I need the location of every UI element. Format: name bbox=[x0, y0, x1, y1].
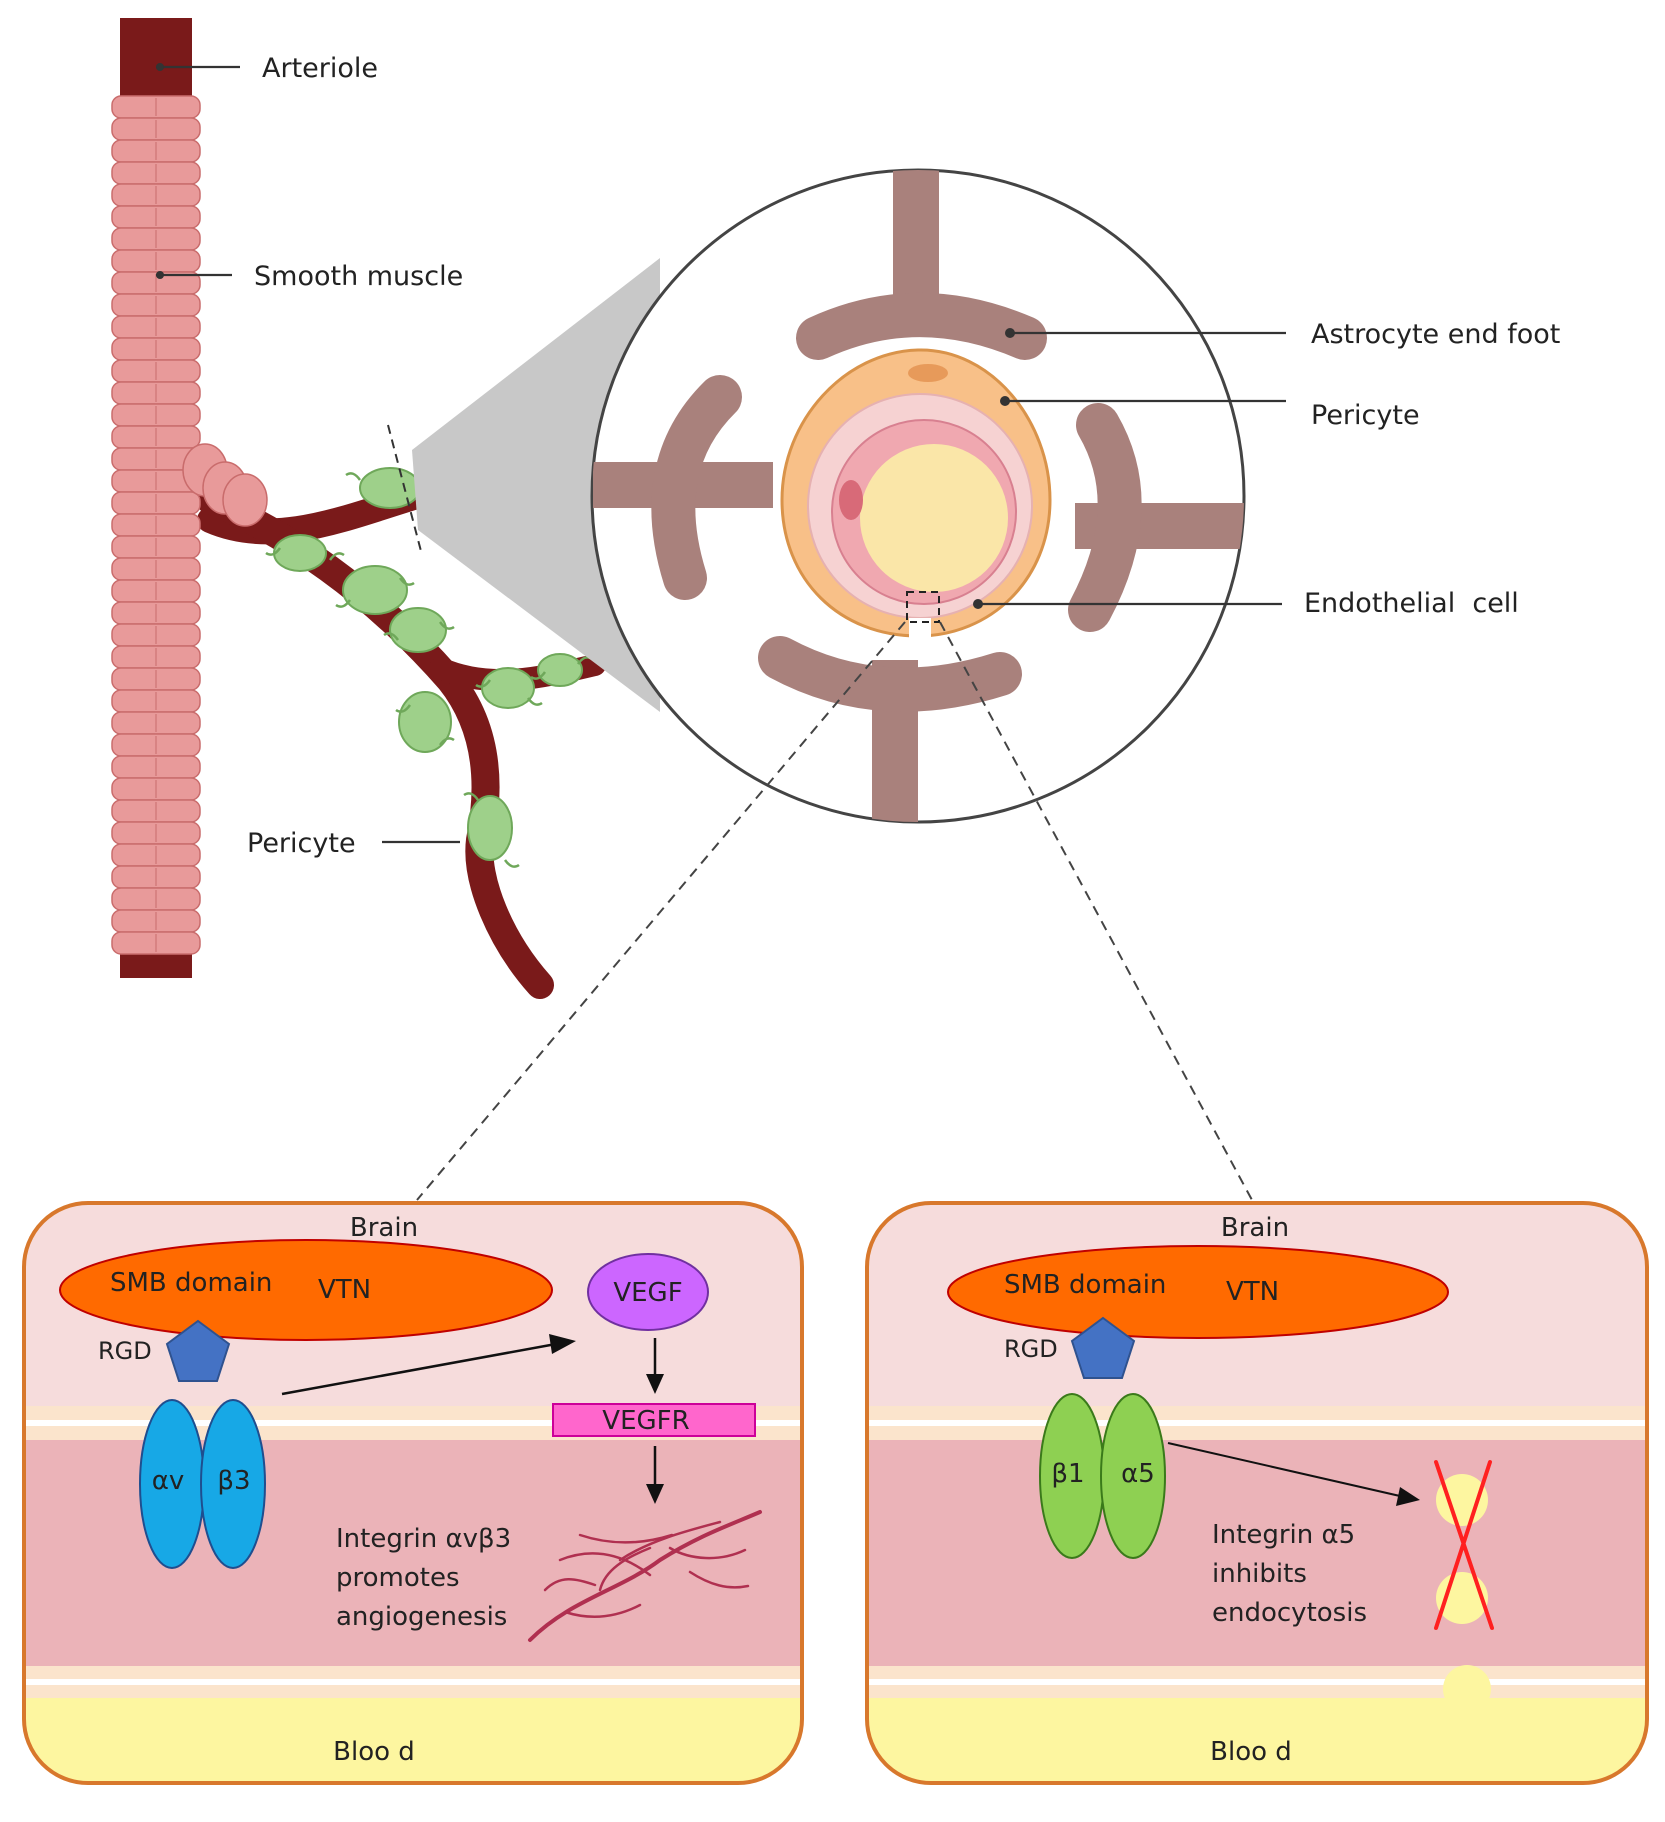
pericyte-process bbox=[395, 704, 412, 713]
pericyte-cell bbox=[537, 653, 583, 687]
leader-lines bbox=[156, 65, 1286, 844]
label-smooth-muscle: Smooth muscle bbox=[254, 261, 463, 292]
left-integrin-beta-label: β3 bbox=[217, 1466, 250, 1496]
pericyte-process bbox=[265, 547, 282, 556]
pericyte-cell bbox=[467, 795, 513, 861]
right-caption-line-1: Integrin α5 bbox=[1212, 1520, 1355, 1550]
pericyte-process bbox=[530, 671, 547, 680]
endothelial-nucleus bbox=[839, 480, 863, 520]
cross-section-cut-line bbox=[387, 424, 423, 556]
left-vegfr-label: VEGFR bbox=[602, 1406, 689, 1436]
pericyte-process bbox=[438, 737, 455, 746]
right-mechanism-panel: Brain Bloo d SMB domain VTN RGD β1 α5 In… bbox=[865, 1201, 1649, 1785]
right-integrin-alpha bbox=[1100, 1393, 1166, 1559]
zoom-wedge bbox=[412, 258, 660, 712]
pericyte-cell bbox=[342, 565, 408, 615]
right-vtn-label: VTN bbox=[1226, 1277, 1279, 1307]
left-caption-line-2: promotes bbox=[336, 1563, 460, 1593]
pericyte-process bbox=[503, 859, 520, 868]
right-smb-domain-label: SMB domain bbox=[1004, 1270, 1166, 1300]
smooth-muscle-sheath bbox=[111, 95, 268, 955]
pericyte-nucleus bbox=[908, 364, 948, 382]
smooth-muscle-cell bbox=[222, 473, 268, 527]
pericyte-process bbox=[398, 577, 415, 586]
left-integrin-alpha-label: αv bbox=[152, 1466, 185, 1496]
left-vtn-ellipse bbox=[59, 1239, 553, 1341]
capillary-cross-section bbox=[590, 168, 1246, 824]
left-vegf-label: VEGF bbox=[613, 1278, 682, 1308]
vessel-illustration bbox=[111, 18, 606, 999]
left-arrowhead-vegf bbox=[549, 1334, 576, 1354]
angiogenesis-icon bbox=[528, 1510, 762, 1642]
pericyte-process bbox=[383, 632, 400, 641]
right-panel-brain-label: Brain bbox=[1221, 1213, 1289, 1243]
vessel-lumen bbox=[860, 444, 1008, 592]
right-arrowhead-vesicle bbox=[1396, 1487, 1420, 1506]
pericyte-process bbox=[328, 552, 345, 561]
pericyte-cell bbox=[273, 534, 327, 572]
right-integrin-to-vesicle-arrow bbox=[1167, 1442, 1401, 1497]
right-panel-blood-label: Bloo d bbox=[1210, 1737, 1292, 1767]
pericyte-process bbox=[526, 697, 543, 706]
label-pericyte-circle: Pericyte bbox=[1311, 400, 1420, 431]
left-arrowhead-angiogenesis bbox=[646, 1484, 664, 1504]
label-arteriole: Arteriole bbox=[262, 53, 378, 84]
pericyte-process bbox=[438, 621, 455, 630]
pericyte-cell bbox=[398, 691, 452, 753]
left-arrowhead-vegfr bbox=[646, 1374, 664, 1394]
left-smb-domain-label: SMB domain bbox=[110, 1268, 272, 1298]
vessel-pericytes bbox=[265, 467, 593, 868]
zoom-connector-left bbox=[416, 621, 906, 1201]
inhibition-cross bbox=[1434, 1460, 1494, 1630]
right-caption-line-3: endocytosis bbox=[1212, 1598, 1367, 1628]
left-mechanism-panel: Brain Bloo d SMB domain VTN RGD αv β3 VE… bbox=[22, 1201, 804, 1785]
right-integrin-beta-label: β1 bbox=[1051, 1459, 1084, 1489]
left-vtn-label: VTN bbox=[318, 1275, 371, 1305]
left-vegf-ellipse bbox=[587, 1253, 709, 1331]
left-rgd-pentagon bbox=[165, 1319, 231, 1382]
left-integrin-beta bbox=[200, 1399, 266, 1569]
pericyte-process bbox=[335, 599, 352, 608]
pericyte-cell bbox=[389, 607, 447, 653]
astrocyte-arcs bbox=[651, 293, 1142, 712]
left-caption-line-1: Integrin αvβ3 bbox=[336, 1524, 511, 1554]
pericyte-process bbox=[463, 792, 480, 801]
endocytic-vesicle-bottom bbox=[1443, 1665, 1491, 1713]
pericyte-cell bbox=[481, 667, 535, 709]
left-caption-line-3: angiogenesis bbox=[336, 1602, 507, 1632]
right-integrin-alpha-label: α5 bbox=[1121, 1459, 1155, 1489]
left-panel-blood-label: Bloo d bbox=[333, 1737, 415, 1767]
right-rgd-pentagon bbox=[1070, 1316, 1136, 1379]
right-caption-line-2: inhibits bbox=[1212, 1559, 1307, 1589]
pericyte-process bbox=[475, 679, 492, 688]
left-vegfr-receptor bbox=[552, 1403, 756, 1437]
right-rgd-label: RGD bbox=[1004, 1335, 1058, 1363]
label-endothelial-cell: Endothelial cell bbox=[1304, 588, 1519, 619]
right-vtn-ellipse bbox=[947, 1245, 1449, 1339]
label-pericyte-vessel: Pericyte bbox=[247, 828, 356, 859]
pericyte-process bbox=[345, 472, 362, 481]
left-rgd-label: RGD bbox=[98, 1337, 152, 1365]
zoom-box bbox=[906, 591, 940, 623]
label-astrocyte-end-foot: Astrocyte end foot bbox=[1311, 319, 1560, 350]
left-integrin-to-vegf-arrow bbox=[281, 1342, 557, 1396]
left-panel-brain-label: Brain bbox=[350, 1213, 418, 1243]
leader-dots bbox=[156, 63, 1015, 609]
pericyte-cell bbox=[359, 467, 421, 509]
zoom-connector-right bbox=[939, 621, 1253, 1201]
